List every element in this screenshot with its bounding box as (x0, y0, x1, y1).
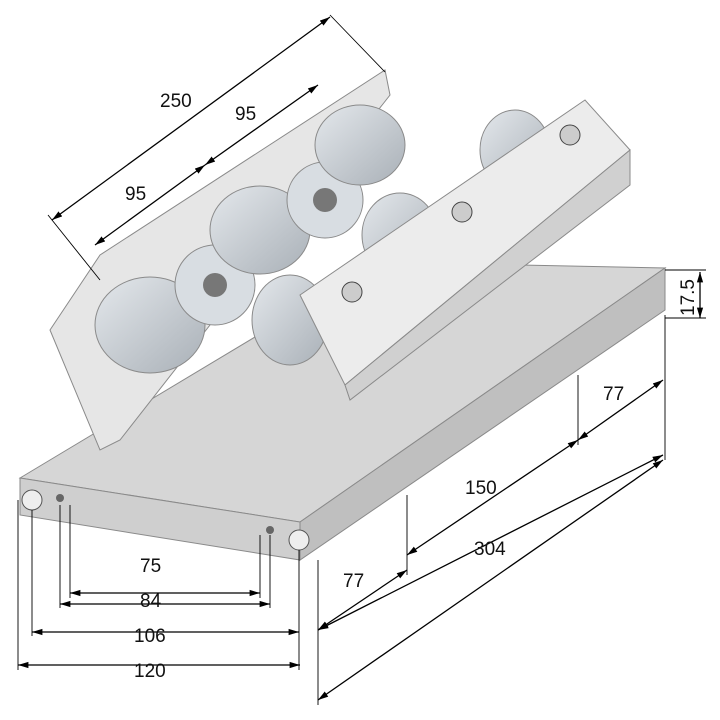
dim-label-250: 250 (160, 91, 192, 112)
dim-label-84: 84 (140, 591, 162, 612)
hole-icon (266, 526, 274, 534)
dim-label-77-rear: 77 (603, 384, 624, 405)
dim-label-95-lower: 95 (125, 184, 146, 205)
nut-icon (559, 124, 581, 146)
right-roller-bracket (251, 99, 631, 401)
screw-icon (21, 489, 43, 511)
nut-icon (451, 201, 473, 223)
dim-label-75: 75 (140, 556, 161, 577)
dim-label-106: 106 (134, 626, 166, 647)
dim-label-304: 304 (474, 539, 506, 560)
dimension-lines (17, 14, 706, 705)
dim-label-77-front: 77 (343, 571, 364, 592)
dim-label-95-upper: 95 (235, 104, 256, 125)
dim-label-150: 150 (465, 478, 497, 499)
dim-label-17-5: 17.5 (678, 279, 699, 316)
dim-label-120: 120 (134, 661, 166, 682)
nut-icon (341, 281, 363, 303)
roller (314, 104, 406, 186)
screw-icon (288, 529, 310, 551)
hole-icon (56, 494, 64, 502)
